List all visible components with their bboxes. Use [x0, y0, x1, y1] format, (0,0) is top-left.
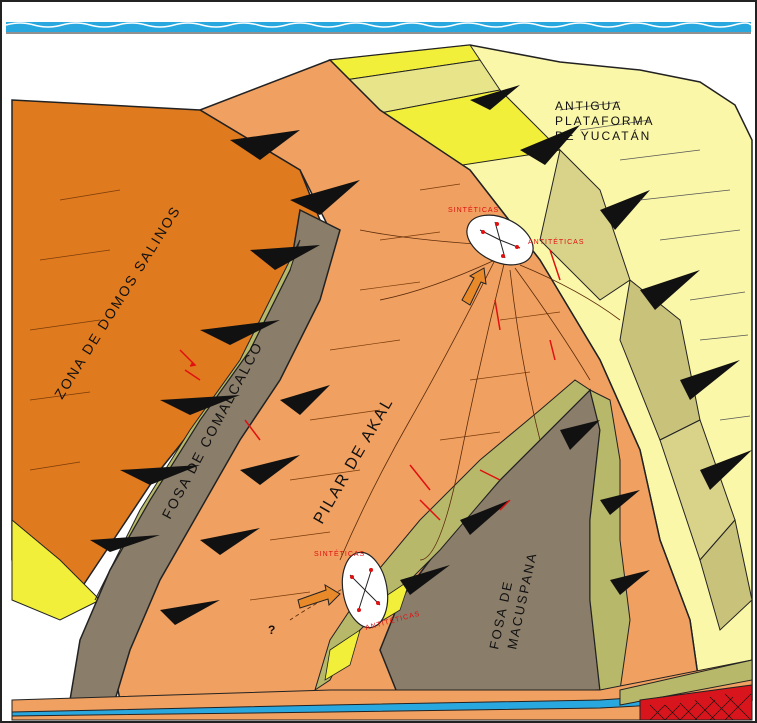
platform-label-line3: DE YUCATÁN: [555, 128, 651, 143]
platform-label-line2: PLATAFORMA: [555, 114, 655, 128]
sea-surface: [6, 22, 751, 33]
question-mark: ?: [268, 623, 275, 637]
platform-label-line1: ANTIGUA: [555, 99, 622, 113]
sinteticas-upper-label: SINTÉTICAS: [448, 205, 499, 214]
antiteticas-upper-label: ANTITÉTICAS: [528, 237, 585, 246]
sinteticas-lower-label: SINTÉTICAS: [314, 549, 365, 558]
